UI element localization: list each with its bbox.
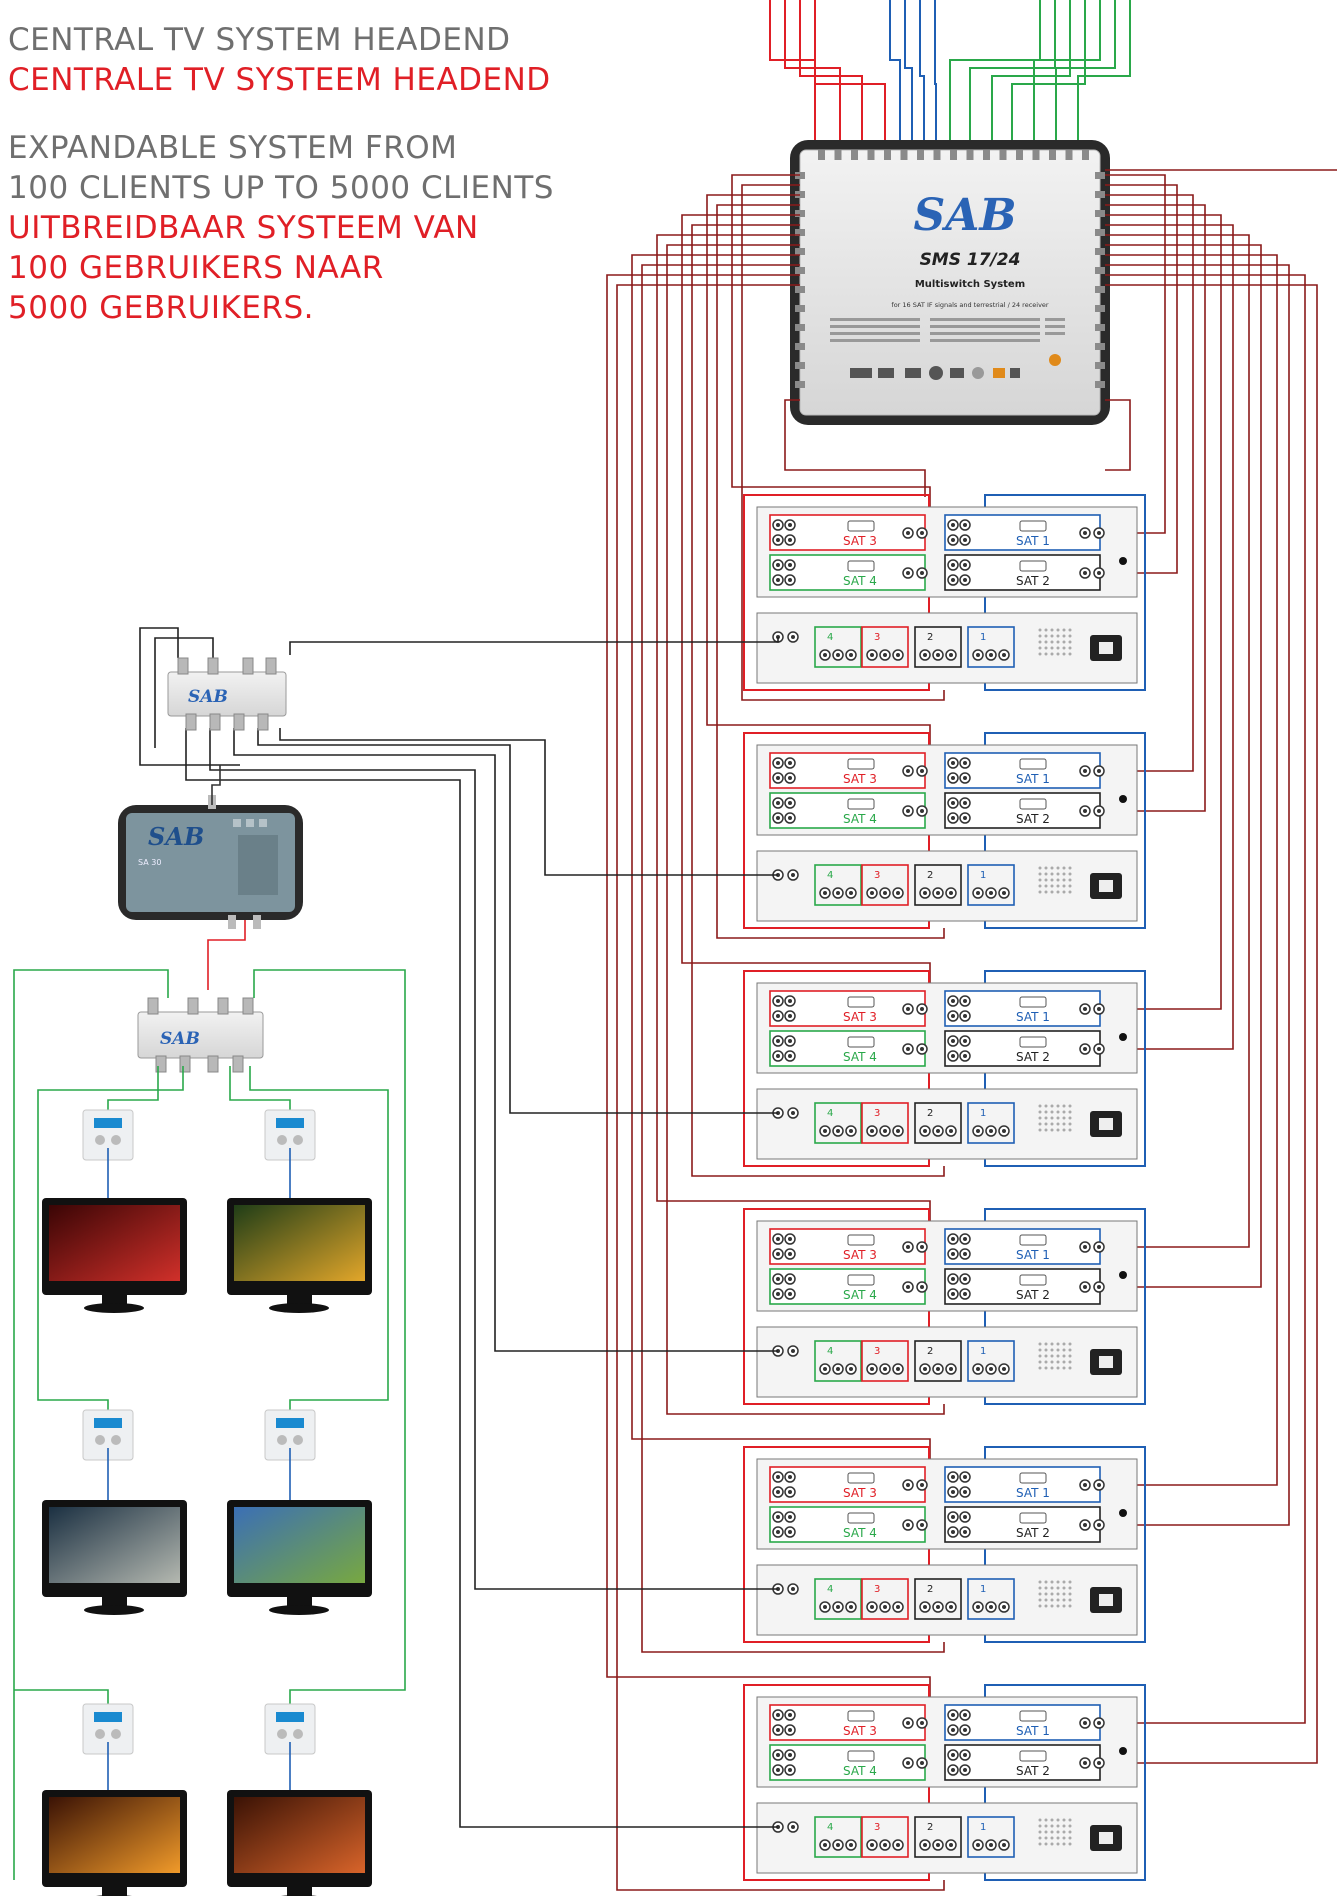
port-number: 3: [874, 1822, 880, 1833]
label-sat4: SAT 4: [843, 812, 877, 826]
label-sat2: SAT 2: [1016, 812, 1050, 826]
port-number: 1: [980, 1584, 986, 1595]
receiver-rack: SAT 3 SAT 4 SAT 1 SAT 2 4 3 2 1: [744, 1209, 1145, 1404]
label-sat3: SAT 3: [843, 1248, 877, 1262]
label-sat2: SAT 2: [1016, 1288, 1050, 1302]
port-number: 1: [980, 1822, 986, 1833]
label-sat2: SAT 2: [1016, 1050, 1050, 1064]
receiver-rack: SAT 3 SAT 4 SAT 1 SAT 2 4 3 2 1: [744, 495, 1145, 690]
port-number: 1: [980, 1346, 986, 1357]
port-number: 3: [874, 870, 880, 881]
tv-screen: [227, 1790, 372, 1896]
port-number: 4: [827, 1584, 833, 1595]
tv-screen: [227, 1500, 372, 1615]
label-sat4: SAT 4: [843, 1526, 877, 1540]
splitter-bottom-brand: SAB: [160, 1029, 200, 1049]
receiver-rack: SAT 3 SAT 4 SAT 1 SAT 2 4 3 2 1: [744, 1685, 1145, 1880]
amplifier-brand: SAB: [148, 822, 204, 851]
tv-set: [227, 1704, 372, 1896]
multiswitch-name: Multiswitch System: [915, 279, 1025, 290]
tv-set: [42, 1110, 187, 1313]
port-number: 1: [980, 1108, 986, 1119]
tv-set: [227, 1410, 372, 1615]
label-sat2: SAT 2: [1016, 574, 1050, 588]
port-number: 3: [874, 1346, 880, 1357]
green-distribution: [14, 970, 405, 1880]
label-sat2: SAT 2: [1016, 1764, 1050, 1778]
label-sat2: SAT 2: [1016, 1526, 1050, 1540]
receiver-rack: SAT 3 SAT 4 SAT 1 SAT 2 4 3 2 1: [744, 971, 1145, 1166]
port-number: 2: [927, 1822, 933, 1833]
multiswitch: SAB SMS 17/24 Multiswitch System for 16 …: [790, 140, 1110, 425]
port-number: 4: [827, 870, 833, 881]
tv-set: [42, 1410, 187, 1615]
port-number: 4: [827, 632, 833, 643]
port-number: 2: [927, 870, 933, 881]
label-sat3: SAT 3: [843, 772, 877, 786]
splitter-top: SAB: [168, 658, 286, 730]
tv-set: [42, 1704, 187, 1896]
port-number: 3: [874, 1108, 880, 1119]
port-number: 4: [827, 1822, 833, 1833]
receiver-rack: SAT 3 SAT 4 SAT 1 SAT 2 4 3 2 1: [744, 733, 1145, 928]
label-sat4: SAT 4: [843, 574, 877, 588]
label-sat1: SAT 1: [1016, 1486, 1050, 1500]
input-cables: [770, 0, 1130, 150]
port-number: 1: [980, 632, 986, 643]
port-number: 2: [927, 1584, 933, 1595]
port-number: 2: [927, 1346, 933, 1357]
label-sat1: SAT 1: [1016, 1010, 1050, 1024]
port-number: 2: [927, 632, 933, 643]
multiswitch-model: SMS 17/24: [920, 250, 1021, 270]
label-sat3: SAT 3: [843, 1724, 877, 1738]
amplifier-model: SA 30: [138, 858, 161, 867]
port-number: 4: [827, 1346, 833, 1357]
receiver-rack: SAT 3 SAT 4 SAT 1 SAT 2 4 3 2 1: [744, 1447, 1145, 1642]
label-sat4: SAT 4: [843, 1050, 877, 1064]
port-number: 2: [927, 1108, 933, 1119]
port-number: 3: [874, 1584, 880, 1595]
multiswitch-desc: for 16 SAT IF signals and terrestrial / …: [891, 301, 1049, 309]
amplifier: SAB SA 30: [118, 795, 303, 929]
tv-screen: [42, 1500, 187, 1615]
port-number: 4: [827, 1108, 833, 1119]
tv-screen: [42, 1198, 187, 1313]
multiswitch-brand: SAB: [913, 190, 1016, 241]
tv-set: [227, 1110, 372, 1313]
splitter-top-brand: SAB: [188, 687, 228, 707]
label-sat1: SAT 1: [1016, 772, 1050, 786]
port-number: 1: [980, 870, 986, 881]
label-sat3: SAT 3: [843, 1486, 877, 1500]
tv-screen: [42, 1790, 187, 1896]
splitter-bottom: SAB: [138, 998, 263, 1072]
tv-screen: [227, 1198, 372, 1313]
tv-sets: [42, 1110, 372, 1896]
port-number: 3: [874, 632, 880, 643]
label-sat1: SAT 1: [1016, 1248, 1050, 1262]
label-sat3: SAT 3: [843, 534, 877, 548]
label-sat4: SAT 4: [843, 1288, 877, 1302]
label-sat4: SAT 4: [843, 1764, 877, 1778]
label-sat1: SAT 1: [1016, 1724, 1050, 1738]
label-sat1: SAT 1: [1016, 534, 1050, 548]
label-sat3: SAT 3: [843, 1010, 877, 1024]
